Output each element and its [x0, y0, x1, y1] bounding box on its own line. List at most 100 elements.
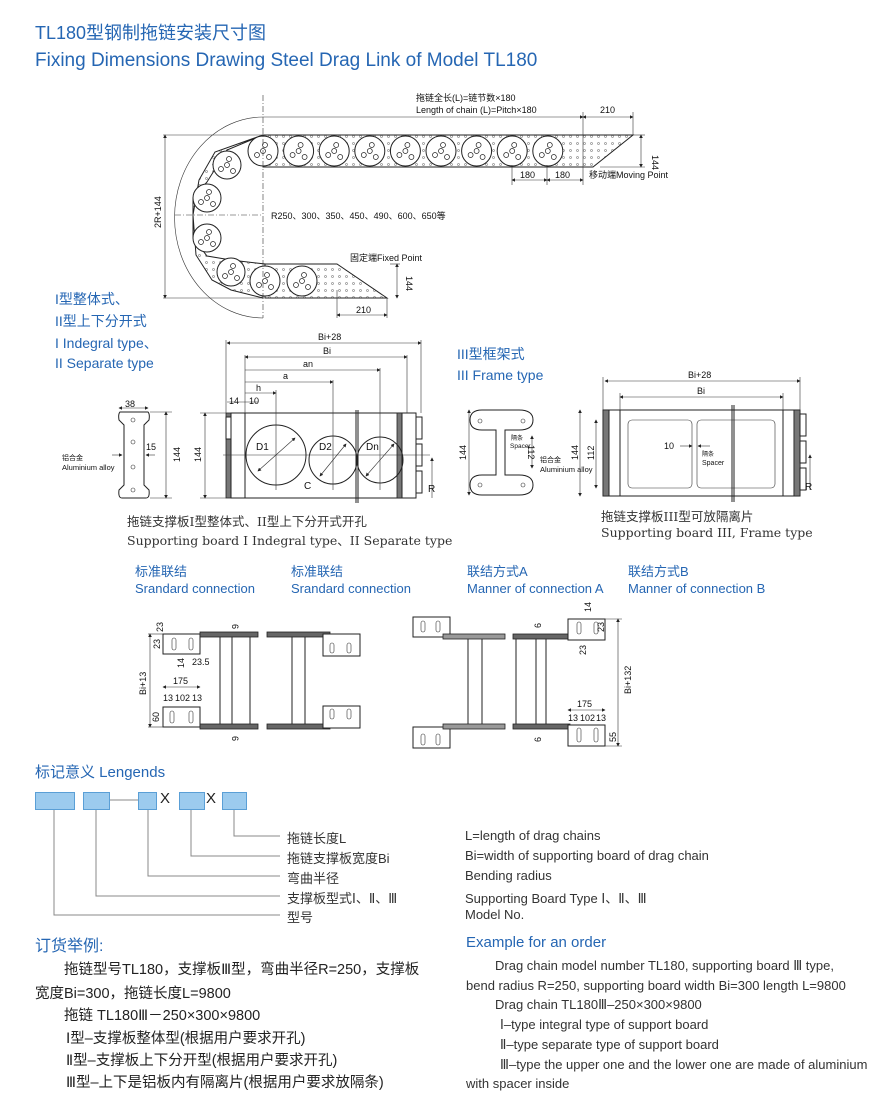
chain-link: [216, 257, 246, 287]
dim-144: 144: [172, 447, 182, 462]
link-hole: [333, 142, 340, 148]
order-heading-zh: 订货举例:: [35, 938, 104, 955]
order-zh-line: Ⅰ型–支撑板整体型(根据用户要求开孔): [66, 1031, 306, 1047]
dim-23-b: 23: [152, 639, 162, 649]
connection-1-zh: 标准联结: [135, 564, 188, 579]
link-hole: [264, 272, 270, 278]
legend-row-en: L=length of drag chains: [465, 828, 601, 843]
link-hole: [366, 148, 373, 154]
link-hole: [473, 148, 480, 154]
bend-envelope: [174, 116, 264, 319]
label-d2: D2: [319, 442, 332, 453]
dim-23-5: 23.5: [192, 657, 210, 667]
dim-23-a: 23: [155, 622, 165, 632]
connection-2-en: Srandard connection: [291, 581, 411, 596]
link-hole: [301, 154, 308, 160]
dim-bi-28-frame: Bi+28: [688, 370, 711, 380]
height-2r-144: 2R+144: [153, 196, 163, 228]
link-hole: [444, 154, 450, 160]
dim-an: an: [303, 359, 313, 369]
link-hole: [206, 229, 212, 235]
legend-row-zh: 弯曲半径: [287, 871, 340, 886]
dim-a: a: [283, 371, 288, 381]
title-en: Fixing Dimensions Drawing Steel Drag Lin…: [35, 50, 538, 71]
connection-2-zh: 标准联结: [291, 564, 344, 579]
link-hole: [467, 152, 474, 158]
type-1-label-zh: I型整体式、: [55, 291, 129, 307]
dim-15: 15: [146, 442, 156, 452]
spacer-en: Spacer: [510, 443, 531, 450]
order-en-line: Drag chain TL180Ⅲ–250×300×9800: [495, 997, 702, 1012]
chain-length-zh: 拖链全长(L)=链节数×180: [416, 92, 516, 103]
dim-bi: Bi: [323, 346, 331, 356]
type-3-label-zh: III型框架式: [457, 346, 525, 362]
material-zh: 铝合金: [62, 453, 83, 462]
link-hole: [546, 142, 553, 148]
legend-box-type: [83, 792, 110, 810]
dim-144-frame: 144: [570, 445, 580, 460]
type-1-2-drawing: 38 15 144 铝合金 Aluminium alloy Bi+28 Bi a…: [62, 332, 435, 503]
dim-bi-28: Bi+28: [318, 332, 341, 342]
label-r: R: [428, 484, 435, 495]
connection-b-en: Manner of connection B: [628, 581, 766, 596]
material-zh-3: 铝合金: [540, 455, 561, 464]
chain-link: [283, 135, 315, 167]
dim-144-profile: 144: [458, 445, 468, 460]
dim-6-top: 6: [230, 624, 240, 629]
order-zh-line: 宽度Bi=300，拖链长度L=9800: [35, 986, 231, 1002]
link-hole: [226, 156, 232, 162]
order-heading-en: Example for an order: [466, 934, 607, 951]
link-hole: [503, 152, 510, 158]
dim-13-b-std: 13: [192, 693, 202, 703]
link-hole: [396, 152, 403, 158]
legend-box-length: [222, 792, 247, 810]
legend-row-en: Bending radius: [465, 868, 552, 883]
connection-a-zh: 联结方式A: [467, 564, 528, 579]
order-zh-line: Ⅲ型–上下是铝板内有隔离片(根据用户要求放隔条): [66, 1075, 384, 1091]
order-en-line: Ⅲ–type the upper one and the lower one a…: [500, 1057, 868, 1072]
dim-14-ab: 14: [583, 602, 593, 612]
dim-23-b-ab: 23: [578, 645, 588, 655]
chain-layout-drawing: 拖链全长(L)=链节数×180 Length of chain (L)=Pitc…: [153, 92, 669, 319]
link-hole: [337, 154, 344, 160]
connection-a-en: Manner of connection A: [467, 581, 604, 596]
type-1-2-caption-zh: 拖链支撑板I型整体式、II型上下分开式开孔: [127, 514, 367, 529]
type-3-drawing: 144 隔条 Spacer 112 铝合金 Aluminium alloy Bi…: [458, 370, 812, 502]
legend-row-en: Bi=width of supporting board of drag cha…: [465, 848, 709, 863]
chain-link: [496, 135, 528, 167]
link-hole: [198, 199, 204, 205]
link-hole: [262, 278, 268, 284]
dim-23-a-ab: 23: [596, 622, 606, 632]
order-en-line: bend radius R=250, supporting board widt…: [466, 978, 846, 993]
type-2-label-zh: II型上下分开式: [55, 313, 147, 329]
link-hole: [305, 284, 311, 290]
link-hole: [293, 282, 299, 288]
link-hole: [204, 195, 210, 201]
pitch-1: 180: [520, 170, 535, 180]
material-en: Aluminium alloy: [62, 463, 115, 472]
connection-drawings: Bi+13 23 23 14 23.5 175 13 102 13 60 6 6…: [138, 602, 633, 749]
bend-radius-options: R250、300、350、450、490、600、650等: [271, 210, 446, 221]
pitch-2: 180: [555, 170, 570, 180]
title-zh: TL180型钢制拖链安装尺寸图: [35, 23, 267, 43]
type-3-caption-en: Supporting board III, Frame type: [601, 525, 813, 540]
link-hole: [440, 142, 446, 148]
link-hole: [228, 269, 234, 275]
dim-14-std: 14: [176, 658, 186, 668]
label-d1: D1: [256, 442, 269, 453]
link-hole: [210, 201, 216, 207]
dim-102-ab: 102: [580, 713, 595, 723]
chain-link: [249, 265, 281, 297]
link-hole: [256, 282, 262, 288]
link-hole: [254, 152, 260, 158]
label-dn: Dn: [366, 442, 379, 453]
link-hole: [544, 148, 551, 154]
link-hole: [299, 278, 305, 284]
order-zh-line: 拖链 TL180Ⅲ－250×300×9800: [64, 1008, 261, 1024]
dim-175-std: 175: [173, 676, 188, 686]
dim-102-std: 102: [175, 693, 190, 703]
link-hole: [475, 142, 482, 148]
dim-6-bottom-ab: 6: [533, 737, 543, 742]
link-hole: [218, 166, 224, 172]
